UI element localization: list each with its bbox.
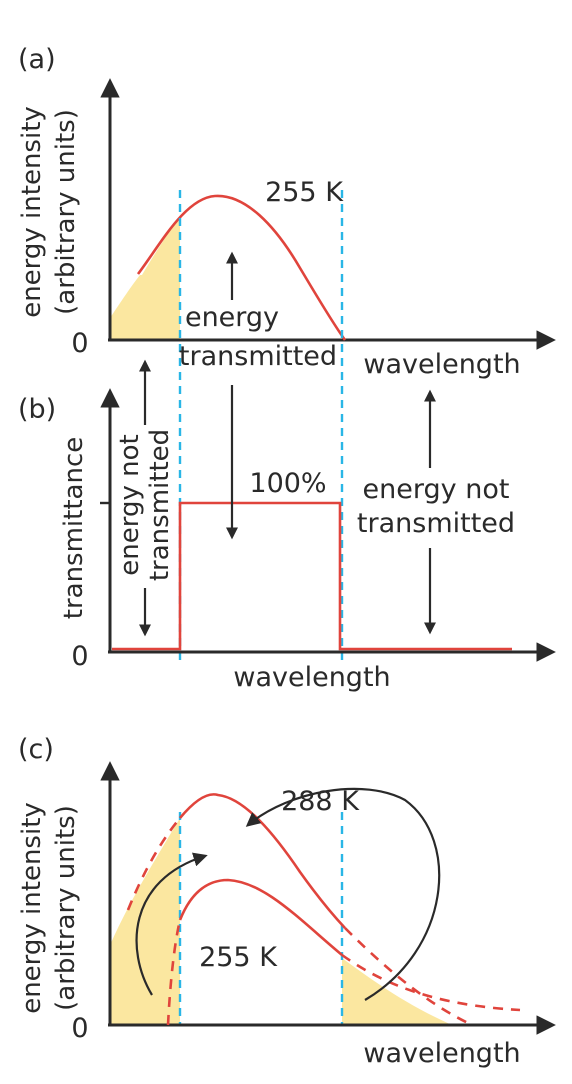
curve-255k-solid [178,878,343,956]
right-note-line1: energy not [363,474,510,505]
curve-288k-solid [179,793,346,929]
transmittance-curve [112,501,512,651]
panel-c-ylabel-line1: energy intensity [17,802,47,1014]
curve-label-255k-c: 255 K [199,942,278,973]
panel-c: (c) 288 K 255 K energy intensity (arbitr… [17,734,556,1069]
curve-255k-a [136,194,347,341]
panel-a-shaded-region [110,216,180,340]
curve-288k-dashed-left [126,817,182,911]
panel-b: (b) 100% energy not transmitted energy n… [18,359,556,693]
panel-a-ylabel-line1: energy intensity [17,106,47,318]
curve-label-255k-a: 255 K [265,177,344,208]
panel-c-label: (c) [18,734,54,765]
panel-b-zero: 0 [71,641,88,672]
panel-c-shaded-right [342,958,452,1025]
panel-c-xlabel: wavelength [363,1038,520,1069]
annotation-transmitted: transmitted [179,341,337,372]
left-note-line1: energy not [115,434,145,575]
panel-a-ylabel-line2: (arbitrary units) [51,109,81,315]
panel-a: (a) 255 K energy transmitted energy inte… [17,44,556,662]
curve-255k-dashed-left [166,919,182,1026]
panel-c-shaded-left [110,818,180,1025]
right-note-line2: transmitted [357,508,515,539]
level-label-100: 100% [249,468,326,499]
panel-a-label: (a) [18,44,56,75]
left-note-line2: transmitted [145,429,175,581]
panel-c-ylabel-line2: (arbitrary units) [51,805,81,1011]
curve-label-288k: 288 K [281,786,360,817]
panel-b-xlabel: wavelength [233,662,390,693]
curve-288k-dashed-right [344,927,471,1026]
panel-a-zero: 0 [71,328,88,359]
panel-b-label: (b) [18,394,56,425]
panel-b-ylabel: transmittance [59,437,89,619]
annotation-energy: energy [185,302,279,333]
panel-c-zero: 0 [71,1013,88,1044]
panel-a-xlabel: wavelength [363,349,520,380]
curve-255k-dashed-right [341,953,521,1012]
arrow-right-loop [245,787,441,1001]
arrow-left-loop [135,852,208,996]
